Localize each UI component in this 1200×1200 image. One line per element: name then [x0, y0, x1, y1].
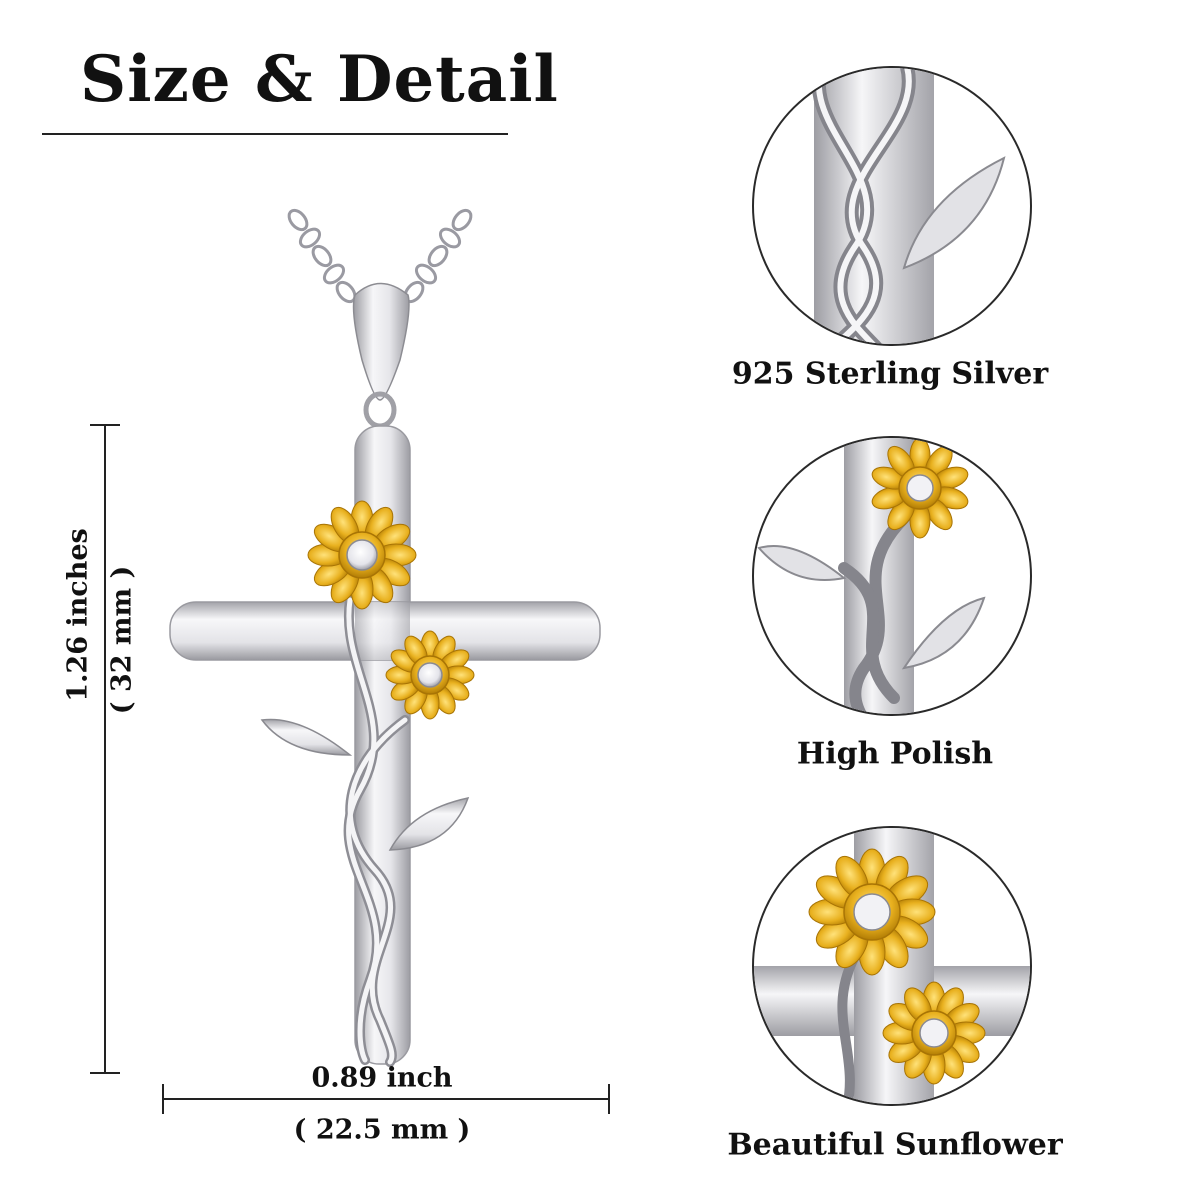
detail-image-polish: [752, 436, 1032, 716]
page-title: Size & Detail: [80, 42, 559, 117]
width-dimension-line: [162, 1084, 610, 1114]
width-inches-label: 0.89 inch: [311, 1062, 453, 1094]
caption-beautiful-sunflower: Beautiful Sunflower: [727, 1127, 1063, 1163]
caption-sterling-silver: 925 Sterling Silver: [731, 356, 1049, 392]
cross-pendant-image: [169, 208, 601, 1067]
height-mm-label: ( 32 mm ): [106, 565, 138, 715]
detail-image-silver: [752, 66, 1032, 346]
width-mm-label: ( 22.5 mm ): [293, 1114, 471, 1146]
caption-high-polish: High Polish: [796, 736, 994, 772]
height-inches-label: 1.26 inches: [62, 528, 94, 702]
detail-image-sunflower: [752, 826, 1032, 1106]
title-underline: [42, 133, 508, 135]
height-dimension-line: [90, 424, 120, 1074]
